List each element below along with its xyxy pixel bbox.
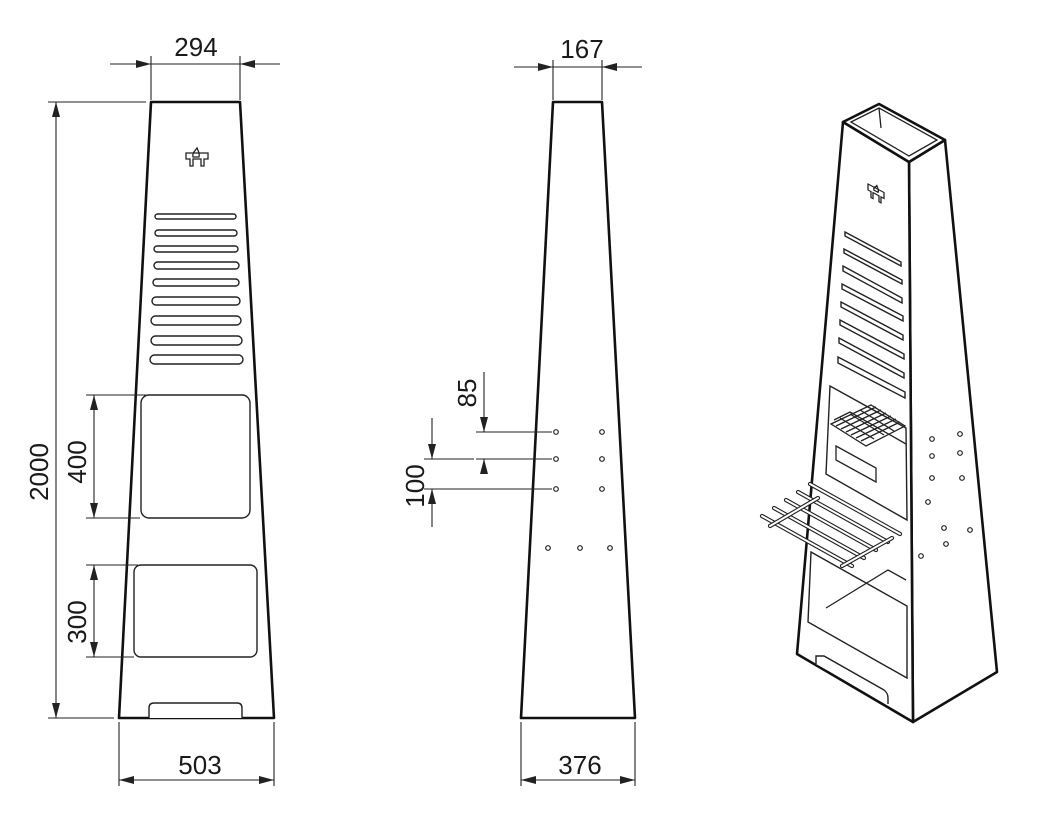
side-view-holes — [545, 429, 613, 551]
front-vent-slots — [149, 213, 244, 365]
front-upper-opening — [140, 394, 251, 519]
side-view: 167 376 85 100 — [400, 34, 642, 786]
iso-base-cutout — [815, 655, 889, 704]
dim-total-height-label: 2000 — [24, 443, 54, 501]
dim-lower-opening-height: 300 — [62, 564, 138, 658]
dim-top-depth: 167 — [514, 34, 642, 100]
isometric-view — [759, 102, 999, 724]
dim-bottom-width-label: 503 — [178, 750, 221, 780]
dim-top-width-label: 294 — [174, 32, 217, 62]
iso-upper-opening — [825, 384, 908, 522]
dim-bottom-width: 503 — [118, 722, 275, 786]
dim-hole-spacing-85-label: 85 — [452, 379, 482, 408]
dim-top-width: 294 — [110, 32, 280, 100]
front-view: 294 503 2000 400 — [24, 32, 280, 786]
iso-lower-opening — [807, 550, 908, 680]
side-view-outline — [519, 100, 637, 720]
flame-logo-icon — [185, 146, 209, 167]
front-base-cutout — [148, 702, 243, 718]
dim-bottom-depth-label: 376 — [558, 750, 601, 780]
iso-top-rim — [841, 102, 947, 164]
dim-hole-spacing-100-label: 100 — [400, 464, 430, 507]
dim-hole-spacing-100: 100 — [400, 418, 552, 527]
front-lower-opening — [133, 564, 258, 658]
dim-total-height: 2000 — [24, 101, 146, 719]
dim-upper-opening-height: 400 — [62, 394, 146, 519]
iso-vent-slots — [837, 230, 906, 400]
iso-side-face — [907, 138, 999, 724]
dim-hole-spacing-85: 85 — [452, 372, 552, 474]
dim-upper-opening-label: 400 — [62, 440, 92, 483]
dim-bottom-depth: 376 — [520, 722, 636, 786]
iso-flame-logo-icon — [867, 183, 885, 204]
iso-grill-grate — [829, 404, 907, 447]
dim-lower-opening-label: 300 — [62, 600, 92, 643]
iso-side-holes — [918, 431, 973, 559]
dim-top-depth-label: 167 — [560, 34, 603, 64]
iso-grill-rack — [759, 481, 903, 569]
